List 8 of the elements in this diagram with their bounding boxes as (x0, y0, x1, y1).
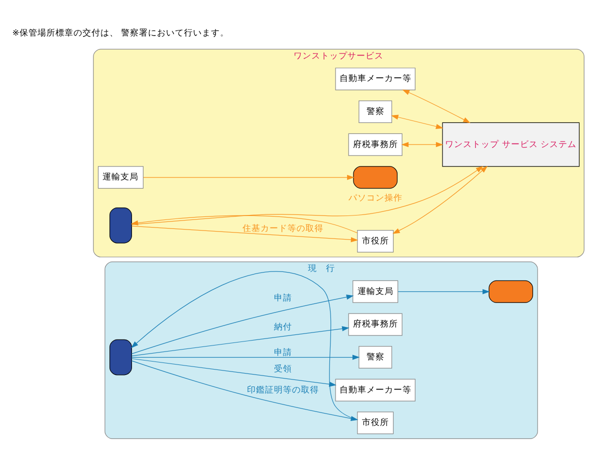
edge-label: 受領 (274, 364, 292, 374)
label: ※保管場所標章の交付は、 警察署において行います。 (12, 28, 230, 39)
edge-label: パソコン操作 (348, 194, 402, 204)
edge-label: 住基カード等の取得 (242, 224, 324, 234)
edge-label: 印鑑証明等の取得 (246, 386, 319, 396)
edge-label: 納付 (274, 322, 292, 332)
edge-label: 申請 (274, 293, 292, 304)
edge-label: 申請 (274, 348, 292, 358)
